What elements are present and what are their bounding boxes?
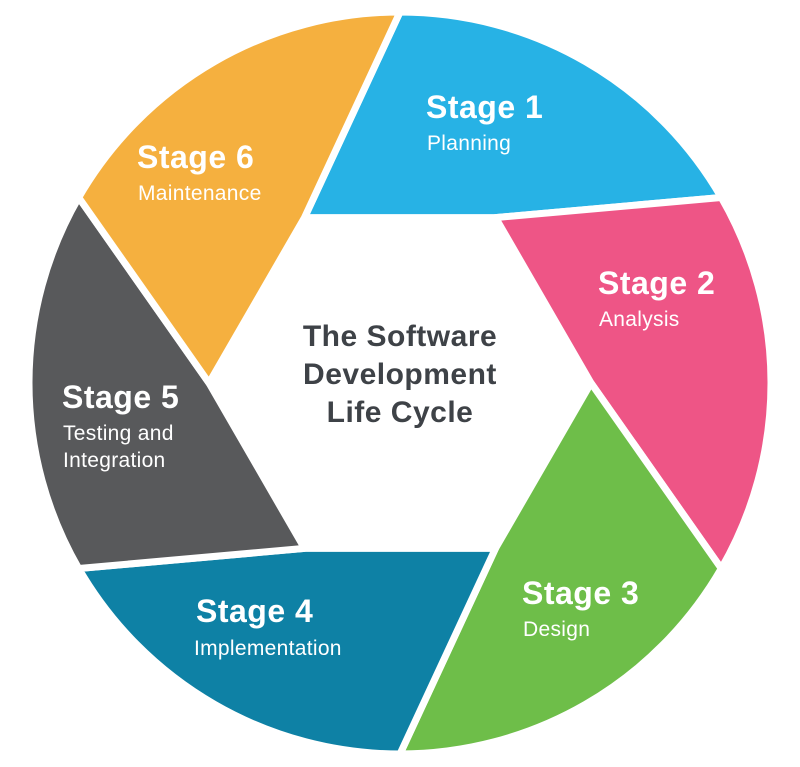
- stage-2-label: Stage 2: [598, 265, 715, 301]
- center-title-line-1: The Software: [303, 320, 497, 353]
- segment-stage-3-design: [396, 379, 725, 758]
- stage-1-label: Stage 1: [426, 89, 543, 125]
- stage-4-label: Stage 4: [196, 593, 313, 629]
- stage-5-name-line-1: Testing and: [63, 422, 174, 445]
- segment-stage-4-implementation: [75, 544, 499, 758]
- segment-stage-6-maintenance: [75, 8, 404, 387]
- segment-stage-5-testing: [25, 194, 308, 572]
- segment-stage-1-planning: [301, 8, 725, 222]
- stage-5-label: Stage 5: [62, 379, 179, 415]
- stage-2-name: Analysis: [599, 308, 680, 331]
- stage-5-name-line-2: Integration: [63, 449, 166, 472]
- segment-stage-2-analysis: [492, 194, 775, 572]
- stage-3-label: Stage 3: [522, 575, 639, 611]
- center-title-line-2: Development: [303, 358, 497, 391]
- center-title-line-3: Life Cycle: [327, 396, 474, 429]
- stage-6-label: Stage 6: [137, 139, 254, 175]
- stage-1-name: Planning: [427, 132, 511, 155]
- stage-4-name: Implementation: [194, 637, 342, 660]
- stage-3-name: Design: [523, 618, 590, 641]
- stage-6-name: Maintenance: [138, 182, 262, 205]
